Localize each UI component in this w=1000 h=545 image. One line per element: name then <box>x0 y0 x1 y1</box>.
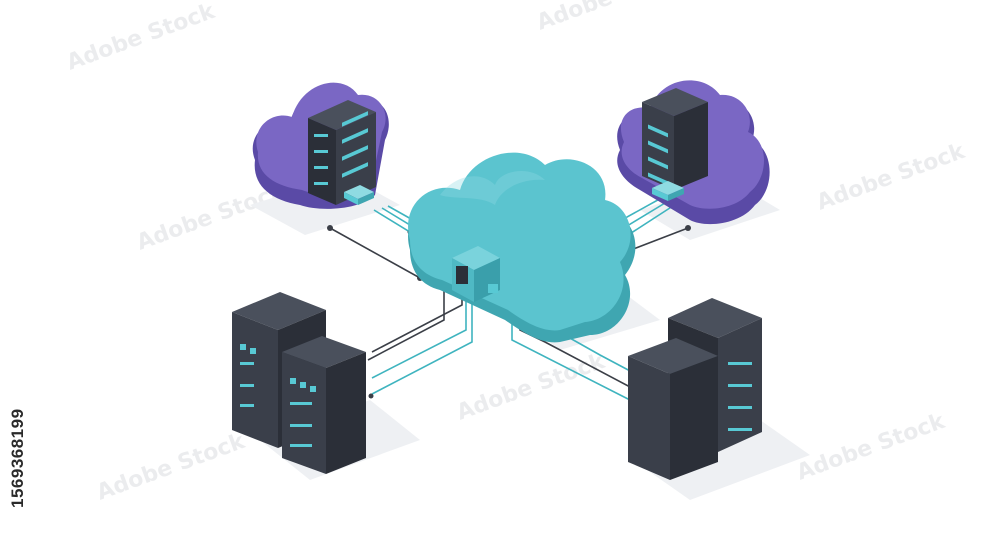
server-racks-bottom-left <box>232 292 366 474</box>
svg-text:Adobe Stock: Adobe Stock <box>64 0 220 76</box>
central-hub <box>452 246 500 302</box>
cloud-server-top-right <box>617 80 770 225</box>
central-cloud <box>408 152 636 343</box>
cable <box>371 290 463 353</box>
cable <box>371 300 467 379</box>
stock-id-watermark: 1569368199 <box>8 408 27 508</box>
svg-text:Adobe Stock: Adobe Stock <box>454 349 610 426</box>
cloud-server-top-left <box>252 82 389 209</box>
svg-text:Adobe Stock: Adobe Stock <box>814 139 970 216</box>
svg-text:Adobe Stock: Adobe Stock <box>94 429 250 506</box>
watermark-stripe <box>0 0 44 545</box>
cable <box>367 281 458 361</box>
cable <box>371 300 473 395</box>
server-racks-bottom-right <box>628 298 762 480</box>
svg-text:Adobe Stock: Adobe Stock <box>794 409 950 486</box>
svg-text:Adobe Stock: Adobe Stock <box>534 0 690 36</box>
